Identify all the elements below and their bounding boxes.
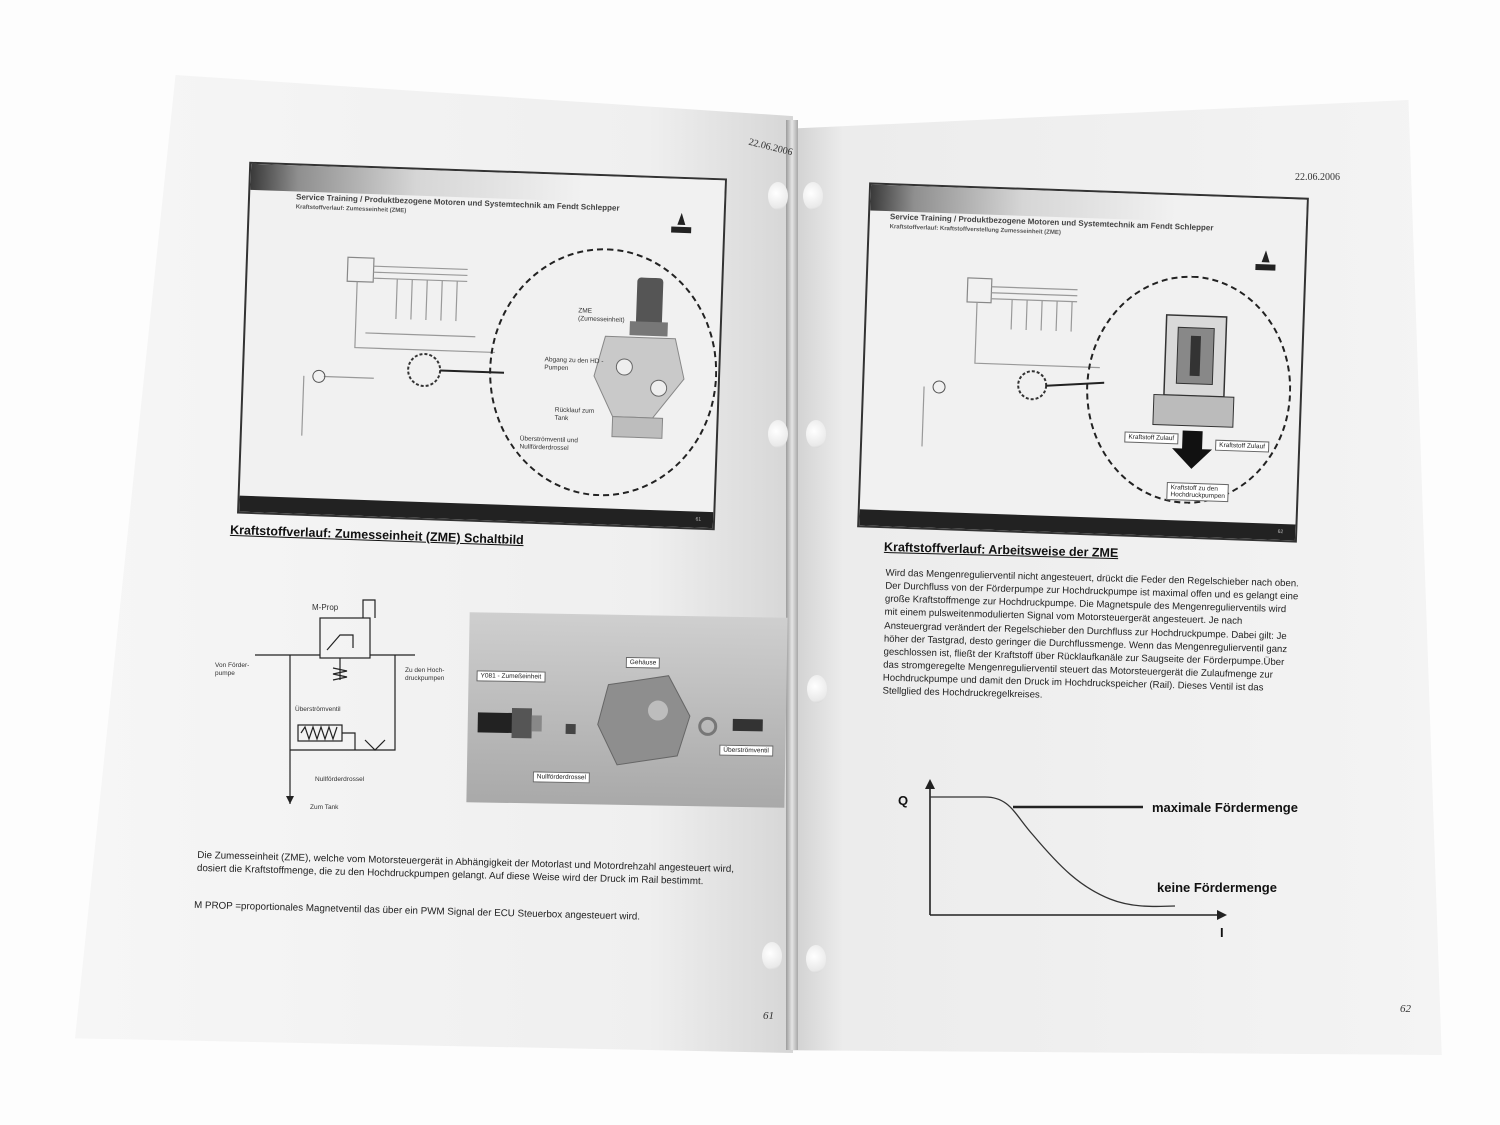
label-nullfoerderdrossel: Nullförderdrossel [315,776,365,783]
label-zu-hochdruckpumpen: Zu den Hoch-druckpumpen [405,667,445,683]
graph-label-none: keine Fördermenge [1157,880,1277,895]
book-spine [786,120,798,1050]
punch-hole [768,182,788,210]
label-von-foerderpumpe: Von Förder-pumpe [215,662,250,678]
left-slide: Service Training / Produktbezogene Motor… [237,161,727,531]
punch-hole [762,942,782,970]
deutz-logo-icon [671,212,692,234]
slide-page-number: 61 [695,516,702,523]
punch-hole [807,675,827,703]
deutz-logo-icon [1255,250,1276,271]
punch-hole [803,182,823,210]
graph-y-label: Q [898,793,909,808]
right-date: 22.06.2006 [1295,172,1340,183]
flow-graph [925,779,1227,920]
system-schematic [301,256,505,436]
tag-y081: Y081 - Zumeßeinheit [476,670,546,683]
label-m-prop: M-Prop [312,603,339,612]
parts-photo-illustration [477,675,763,766]
parts-photo: Y081 - Zumeßeinheit Gehäuse Überströmven… [466,612,788,808]
label-zme: ZME (Zumesseinheit) [577,307,625,325]
slide-subtitle: Kraftstoffverlauf: Zumesseinheit (ZME) [295,204,407,215]
tag-nullfoerderdrossel: Nullförderdrossel [532,771,591,784]
tag-zulauf-right: Kraftstoff Zulauf [1215,439,1270,453]
label-ruecklauf: Rücklauf zum Tank [554,406,595,423]
punch-hole [768,420,788,448]
label-zum-tank: Zum Tank [310,804,339,811]
zme-circuit-diagram [255,599,415,804]
tag-zulauf-left: Kraftstoff Zulauf [1124,431,1179,445]
label-ueberstrom: Überströmventil und Nullförderdrossel [519,435,579,453]
tag-ablauf: Kraftstoff zu den Hochdruckpumpen [1166,482,1229,503]
zme-cutaway-illustration [1152,314,1235,469]
tag-gehaeuse: Gehäuse [625,656,661,669]
right-slide: Service Training / Produktbezogene Motor… [857,182,1309,543]
graph-x-label: I [1220,925,1224,940]
right-page-number: 62 [1400,1003,1411,1015]
punch-hole [806,945,826,973]
punch-hole [806,420,826,448]
graph-label-max: maximale Fördermenge [1152,800,1298,815]
label-ueberstromventil: Überströmventil [295,706,341,713]
slide-page-number: 62 [1277,528,1284,536]
label-abgang: Abgang zu den HD - Pumpen [544,356,604,373]
system-schematic [921,277,1105,447]
tag-ueberstromventil: Überströmventil [719,744,773,757]
left-page-number: 61 [763,1010,774,1022]
right-paragraph: Wird das Mengenregulierventil nicht ange… [882,567,1299,701]
zme-part-illustration [593,277,685,439]
